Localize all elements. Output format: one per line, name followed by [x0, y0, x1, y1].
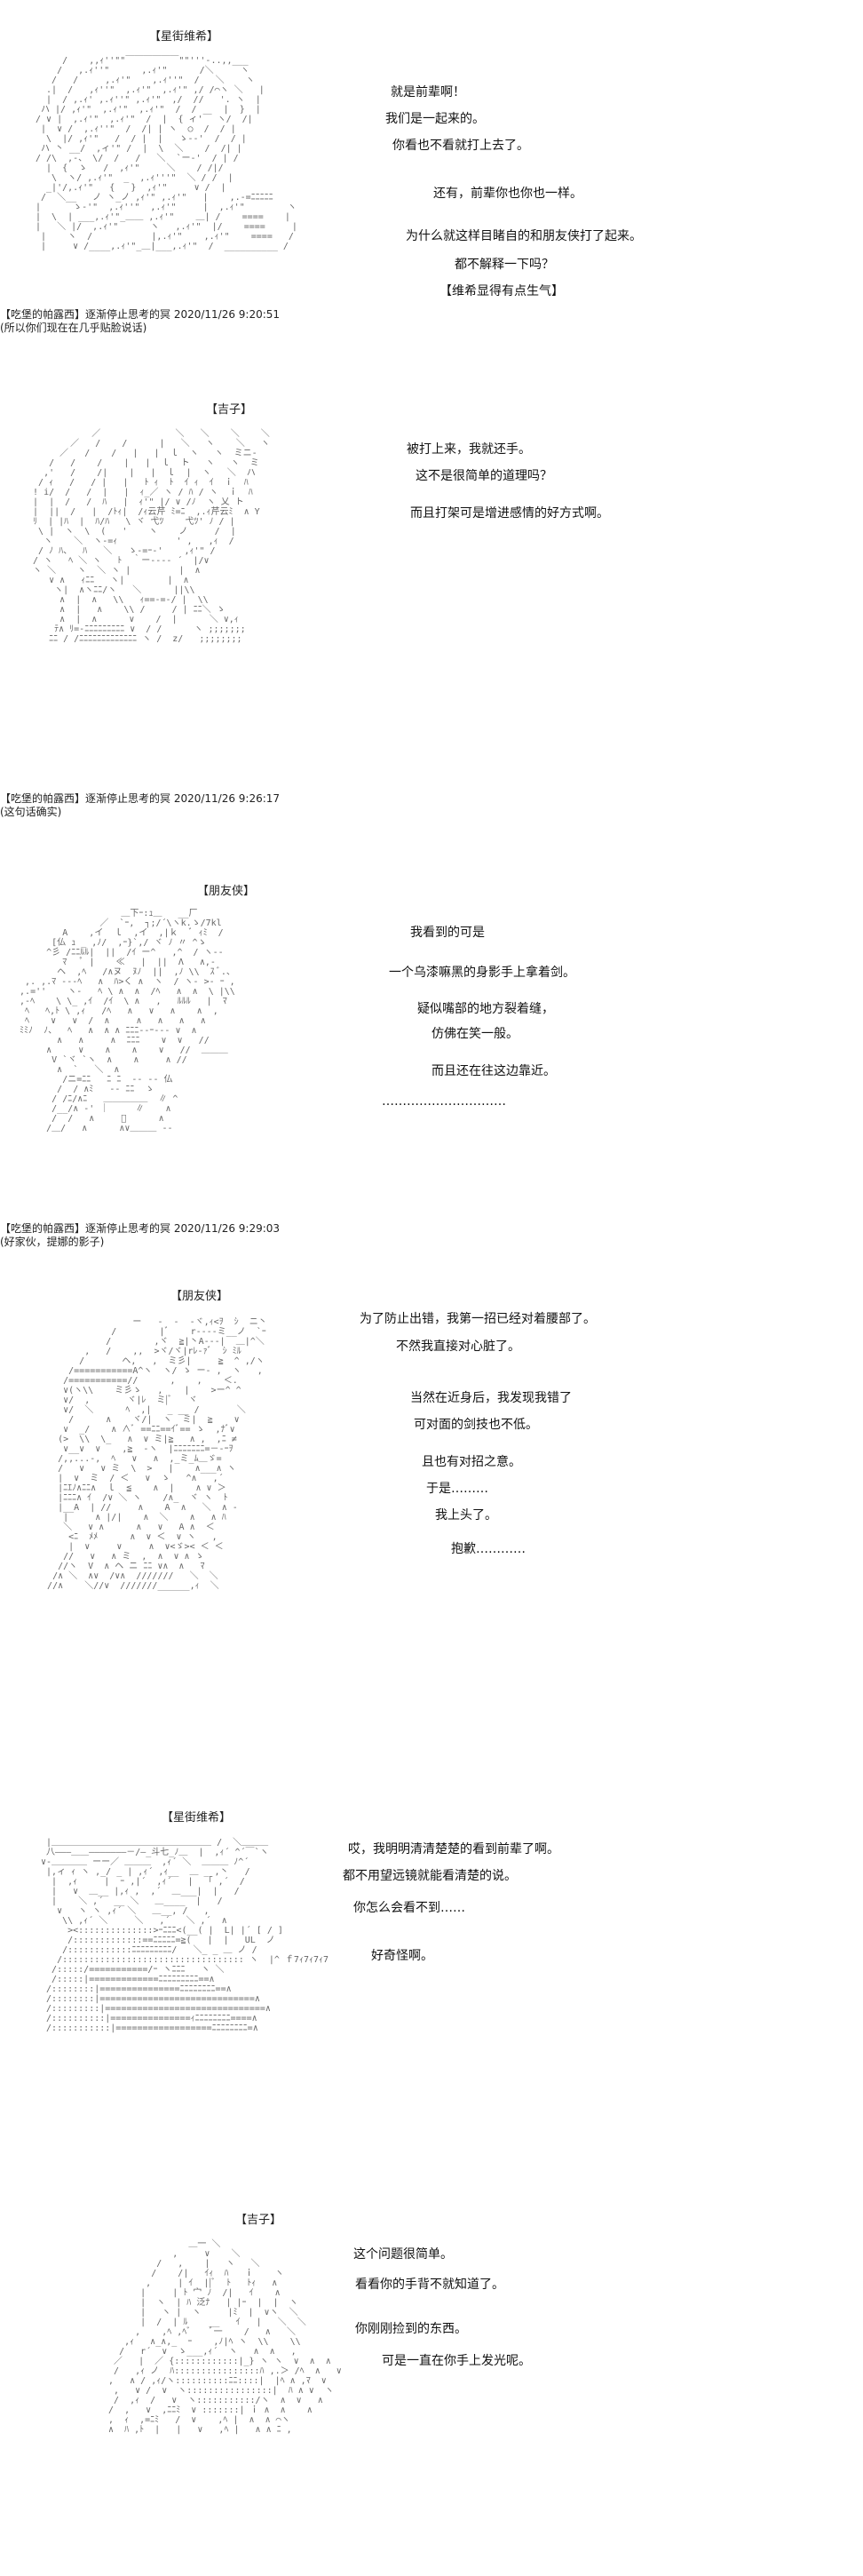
- dialogue-line: 看看你的手背不就知道了。: [355, 2278, 504, 2292]
- dialogue-line: 我上头了。: [435, 1508, 497, 1523]
- dialogue-line: 都不用望远镜就能看清楚的说。: [343, 1869, 517, 1883]
- dialogue-line: 一个乌漆嘛黑的身影手上拿着剑。: [389, 966, 575, 980]
- speaker-name: 【朋友侠】: [197, 885, 256, 898]
- ascii-art: ＿下ｰ:ｭ＿ __厂 ／ `ｰ, ┐;/´\ヽk.ゝ/7kl A ,イ ｌ ,イ…: [20, 909, 235, 1133]
- dialogue-line: 你刚刚捡到的东西。: [355, 2322, 467, 2336]
- dialogue-line: 我看到的可是: [410, 926, 485, 940]
- panel-6: 【吉子】 ＿一 ＼ , ∨ ＼ / , | ヽ ＼ / /| ｲｨ ﾊ ｉ ヽ …: [0, 2176, 863, 2576]
- dialogue-line: 当然在近身后，我发现我错了: [410, 1391, 572, 1405]
- dialogue-line: 且也有对招之意。: [422, 1455, 521, 1469]
- comment-meta: 【吃堡的帕露西】逐渐停止思考的冥 2020/11/26 9:29:03: [0, 1222, 281, 1235]
- speaker-name: 【吉子】: [235, 2214, 282, 2227]
- comment-meta: 【吃堡的帕露西】逐渐停止思考的冥 2020/11/26 9:26:17: [0, 792, 281, 805]
- dialogue-line: 于是………: [426, 1482, 488, 1496]
- dialogue-line: 可是一直在你手上发光呢。: [382, 2354, 531, 2368]
- dialogue-line: 就是前辈啊！: [391, 85, 465, 99]
- ascii-art: |＿＿＿＿＿＿＿＿＿＿＿＿＿＿＿＿＿＿ / ＼＿＿＿ 八―――＿＿―――――――…: [41, 1838, 329, 2033]
- ascii-art: / ,,ｨ''""￣￣￣￣￣￣""'''-..,,___ / ,.ｨ''" ,.…: [36, 56, 297, 251]
- ascii-art: ＿一 ＼ , ∨ ＼ / , | ヽ ＼ / /| ｲｨ ﾊ ｉ ヽ , | ｲ…: [108, 2239, 342, 2435]
- dialogue-line: 你看也不看就打上去了。: [392, 139, 529, 153]
- dialogue-line: …………………………: [382, 1094, 506, 1109]
- speaker-name: 【星街维希】: [149, 30, 219, 44]
- dialogue-line: 我们是一起来的。: [385, 112, 485, 126]
- dialogue-line: 【维希显得有点生气】: [439, 284, 564, 298]
- dialogue-line: 这个问题很简单。: [353, 2247, 453, 2262]
- speaker-name: 【吉子】: [206, 403, 253, 417]
- dialogue-line: 都不解释一下吗？: [455, 258, 554, 272]
- ascii-art: ー - ‐ -ヾ,ｨ<ｦ ｼ ニ丶 / |ﾞ r----ミ__ノ `ｰ / ,ヾ…: [47, 1317, 267, 1591]
- comment-meta: 【吃堡的帕露西】逐渐停止思考的冥 2020/11/26 9:20:51: [0, 308, 281, 321]
- ascii-art: ／ ＼ ＼ ＼ ＼ ／ / / | ＼ ヽ ＼ ヽ ／ / / | | ｌ ヽ …: [33, 429, 270, 644]
- dialogue-line: 仿佛在笑一般。: [432, 1027, 519, 1041]
- speaker-name: 【朋友侠】: [170, 1290, 229, 1303]
- comment-note: (所以你们现在在几乎贴脸说话): [0, 322, 147, 334]
- dialogue-line: 还有，前辈你也你也一样。: [433, 187, 582, 201]
- dialogue-line: 而且还在往这边靠近。: [432, 1064, 556, 1078]
- dialogue-line: 疑似嘴部的地方裂着缝，: [417, 1002, 554, 1016]
- panel-3: 【朋友侠】 ＿下ｰ:ｭ＿ __厂 ／ `ｰ, ┐;/´\ヽk.ゝ/7kl A ,…: [0, 835, 863, 1248]
- dialogue-line: 好奇怪啊。: [371, 1949, 433, 1963]
- panel-5: 【星街维希】 |＿＿＿＿＿＿＿＿＿＿＿＿＿＿＿＿＿＿ / ＼＿＿＿ 八―――＿＿…: [0, 1777, 863, 2176]
- dialogue-line: 这不是很简单的道理吗？: [416, 469, 552, 483]
- dialogue-line: 不然我直接对心脏了。: [396, 1340, 520, 1354]
- dialogue-line: 哎，我明明清清楚楚的看到前辈了啊。: [348, 1842, 559, 1856]
- speaker-name: 【星街维希】: [162, 1811, 232, 1825]
- panel-2: 【吉子】 ／ ＼ ＼ ＼ ＼ ／ / / | ＼ ヽ ＼ ヽ ／ / / | |…: [0, 355, 863, 835]
- panel-1: 【星街维希】 / ,,ｨ''""￣￣￣￣￣￣""'''-..,,___ / ,.…: [0, 0, 863, 355]
- dialogue-line: 而且打架可是增进感情的好方式啊。: [410, 506, 609, 521]
- dialogue-line: 可对面的剑技也不低。: [414, 1418, 538, 1432]
- comment-note: (好家伙，提娜的影子): [0, 1236, 105, 1248]
- dialogue-line: 为了防止出错，我第一招已经对着腰部了。: [360, 1312, 596, 1326]
- panel-4: 【朋友侠】 ー - ‐ -ヾ,ｨ<ｦ ｼ ニ丶 / |ﾞ r----ミ__ノ `…: [0, 1244, 863, 1777]
- comment-note: (这句话确实): [0, 806, 62, 818]
- dialogue-line: 为什么就这样目睹自的和朋友侠打了起来。: [406, 229, 642, 243]
- dialogue-line: 抱歉…………: [451, 1542, 526, 1556]
- dialogue-line: 被打上来，我就还手。: [407, 442, 531, 457]
- dialogue-line: 你怎么会看不到……: [353, 1901, 465, 1915]
